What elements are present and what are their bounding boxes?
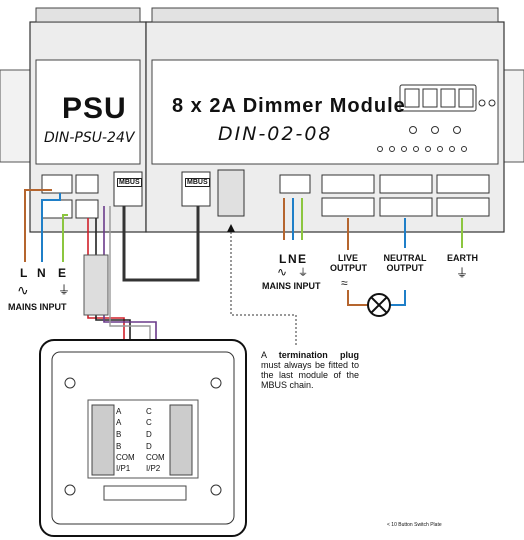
wire-live-left — [24, 189, 52, 262]
mains-right-e: E — [298, 252, 307, 266]
cable-sleeve — [83, 254, 109, 316]
dimmer-title: 8 x 2A Dimmer Module — [172, 95, 406, 117]
psu-terminals — [41, 174, 99, 219]
psu-title: PSU — [62, 92, 127, 125]
earth-output-label: EARTH — [447, 253, 478, 263]
pin-left-3: B — [116, 430, 122, 439]
button-leds — [377, 126, 467, 152]
pin-left-4: B — [116, 442, 122, 451]
live-output-label: LIVE OUTPUT — [330, 253, 367, 273]
pin-right-2: C — [146, 418, 152, 427]
pin-left-2: A — [116, 418, 122, 427]
earth-symbol-output: ⏚ — [456, 266, 469, 280]
ac-symbol-right: ∿ — [277, 265, 288, 279]
wire-earth-left — [62, 214, 68, 262]
pin-right-5: COM — [146, 453, 165, 462]
mbus-label-dimmer: MBUS — [185, 178, 210, 187]
pin-right-6: I/P2 — [146, 464, 161, 473]
mbus-cable-loop — [122, 206, 200, 282]
switch-plate-caption: < 10 Button Switch Plate — [387, 522, 442, 528]
psu-housing — [29, 7, 147, 233]
mains-right-l: L — [279, 252, 287, 266]
wire-lamp-neutral — [390, 290, 406, 306]
psu-model: DIN-PSU-24V — [44, 130, 135, 146]
switch-plate — [39, 339, 247, 537]
lamp-icon — [367, 293, 391, 317]
dimmer-terminals — [279, 174, 490, 217]
mains-left-e: E — [58, 266, 67, 280]
neutral-output-label: NEUTRAL OUTPUT — [383, 253, 427, 273]
pin-right-4: D — [146, 442, 152, 451]
pin-right-1: C — [146, 407, 152, 416]
pin-left-5: COM — [116, 453, 135, 462]
mains-left-n: N — [37, 266, 46, 280]
earth-symbol-left: ⏚ — [58, 283, 71, 297]
pin-left-6: I/P1 — [116, 464, 131, 473]
mains-left-caption: MAINS INPUT — [8, 302, 67, 312]
mains-left-l: L — [20, 266, 28, 280]
wire-lamp-live — [347, 290, 368, 306]
mbus-label-psu: MBUS — [117, 178, 142, 187]
mbus-sockets — [113, 169, 245, 217]
pin-left-1: A — [116, 407, 122, 416]
pin-right-3: D — [146, 430, 152, 439]
mains-right-caption: MAINS INPUT — [262, 281, 321, 291]
termination-note: A termination plug must always be fitted… — [261, 350, 359, 390]
ac-symbol-left: ∿ — [17, 282, 29, 298]
mains-right-n: N — [288, 252, 297, 266]
earth-symbol-right: ⏚ — [298, 268, 308, 279]
wire-neutral-left — [41, 193, 61, 262]
termination-pointer — [227, 224, 297, 345]
dimmer-model: DIN-02-08 — [218, 123, 333, 145]
seven-segment-display — [399, 84, 496, 112]
dimmer-symbol: ≈ — [341, 276, 348, 290]
